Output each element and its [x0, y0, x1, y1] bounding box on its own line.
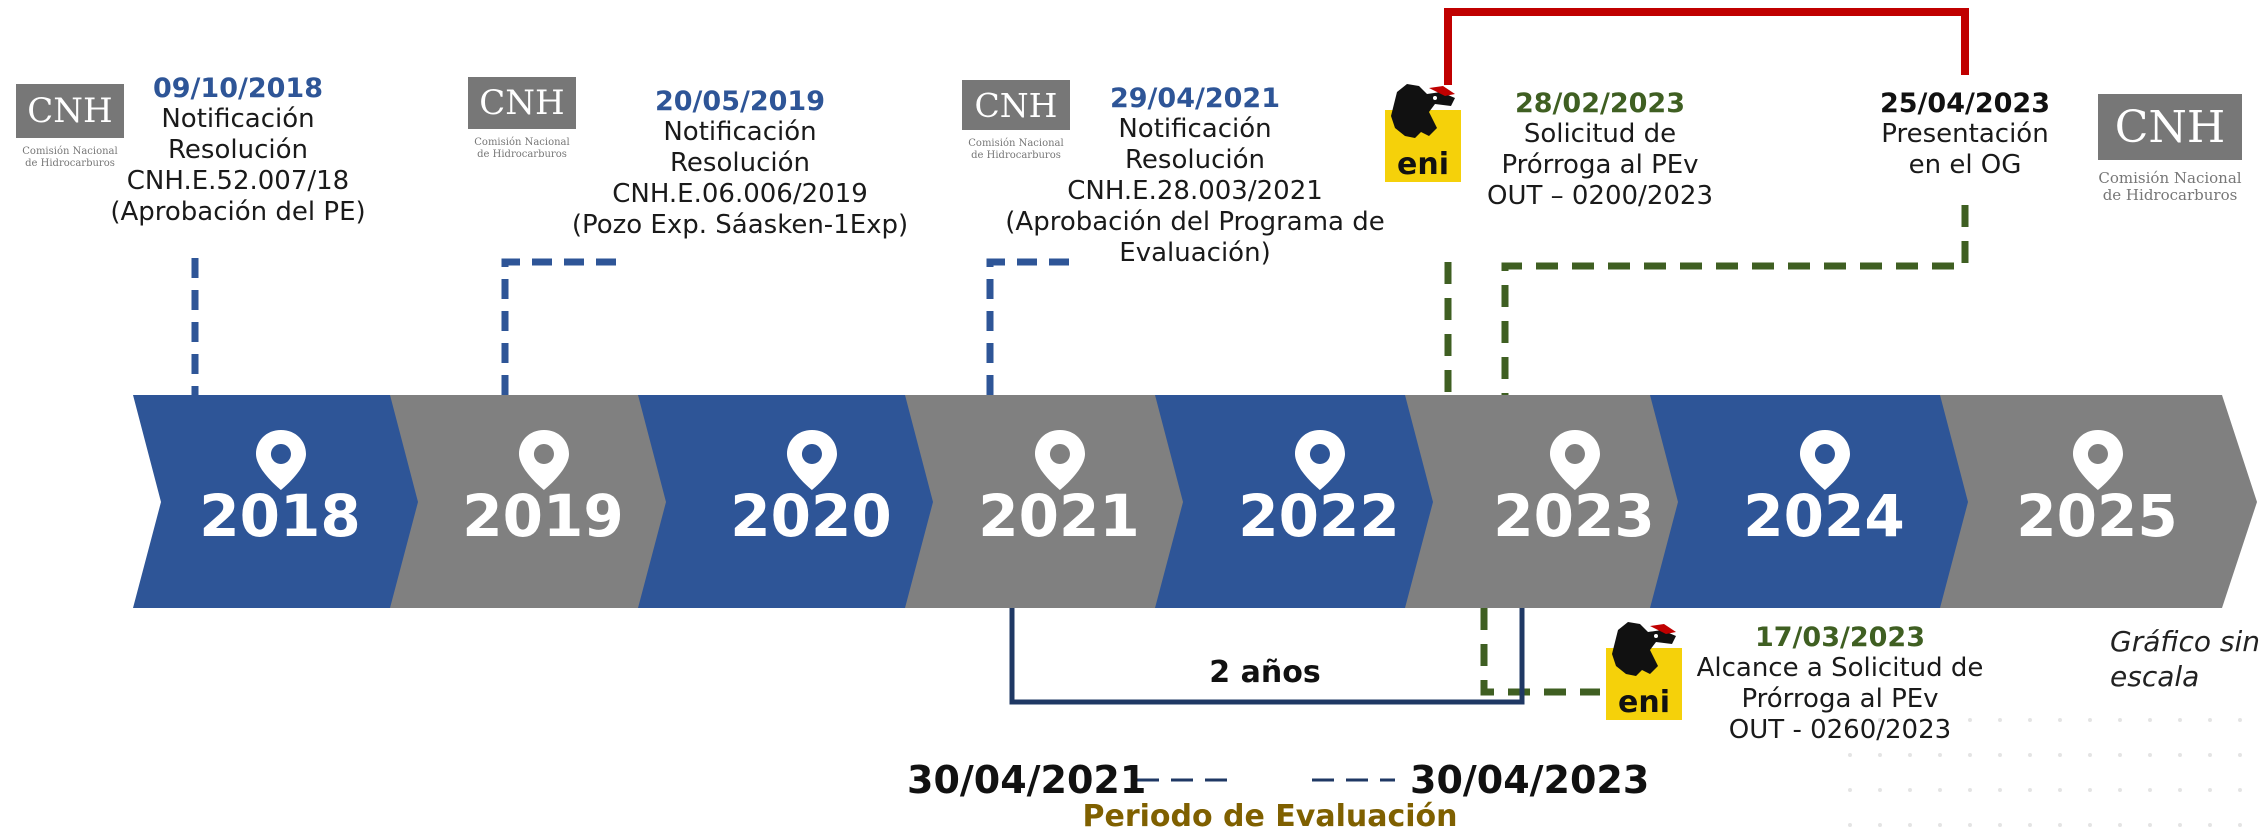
map-pin-icon [1800, 430, 1850, 490]
connector-green-og [1501, 205, 1969, 395]
event-line: Prórroga al PEv [1741, 684, 1939, 714]
year-label: 2022 [1238, 482, 1400, 550]
connector-red [1444, 8, 1969, 85]
event-2023-alcance: 17/03/2023 Alcance a Solicitud de Prórro… [1680, 622, 2000, 746]
event-line: CNH.E.06.006/2019 [612, 179, 868, 209]
dot-pattern [1848, 718, 2242, 827]
year-label: 2018 [199, 482, 361, 550]
event-line: Presentación [1881, 119, 2049, 149]
connectors [191, 8, 1969, 782]
chevron-2023 [1405, 395, 1683, 608]
cnh-logo: CNH Comisión Nacional de Hidrocarburos [14, 84, 126, 169]
map-pin-icon [1550, 430, 1600, 490]
chevron-2021 [905, 395, 1213, 608]
year-label: 2023 [1493, 482, 1655, 550]
event-line: Notificación [161, 104, 315, 134]
map-pin-icon [1035, 430, 1085, 490]
event-line: CNH.E.52.007/18 [126, 166, 350, 196]
event-line: (Pozo Exp. Sáasken-1Exp) [571, 210, 909, 240]
eval-period-label: Periodo de Evaluación [1082, 799, 1458, 834]
cnh-logo: CNH Comisión Nacional de Hidrocarburos [2095, 94, 2245, 205]
event-2018: 09/10/2018 Notificación Resolución CNH.E… [98, 73, 378, 228]
event-date: 20/05/2019 [654, 86, 825, 117]
cnh-logo: CNH Comisión Nacional de Hidrocarburos [466, 77, 578, 160]
chevron-2018 [133, 395, 433, 608]
year-label: 2025 [2016, 482, 2178, 550]
chevron-2024 [1650, 395, 1998, 608]
scale-note-line: escala [2110, 660, 2200, 693]
map-pin-icon [1295, 430, 1345, 490]
event-date: 17/03/2023 [1754, 622, 1925, 653]
connector-2021 [986, 258, 1075, 395]
event-2023-solicitud: 28/02/2023 Solicitud de Prórroga al PEv … [1470, 88, 1730, 212]
event-line: (Aprobación del Programa de [1005, 207, 1385, 237]
scale-note: Gráfico sin escala [2110, 624, 2260, 694]
map-pin-icon [256, 430, 306, 490]
event-line: OUT - 0260/2023 [1728, 715, 1952, 745]
year-label: 2020 [730, 482, 892, 550]
eval-duration: 2 años [1209, 655, 1321, 690]
year-label: 2021 [978, 482, 1140, 550]
map-pin-icon [2073, 430, 2123, 490]
event-line: Alcance a Solicitud de [1696, 653, 1984, 683]
event-date: 28/02/2023 [1514, 88, 1685, 119]
event-2023-presentacion: 25/04/2023 Presentación en el OG [1860, 88, 2070, 181]
chevron-2022 [1155, 395, 1458, 608]
event-line: en el OG [1908, 150, 2022, 180]
event-2019: 20/05/2019 Notificación Resolución CNH.E… [560, 86, 920, 241]
event-line: CNH.E.28.003/2021 [1067, 176, 1323, 206]
svg-text:eni: eni [1397, 147, 1449, 182]
cnh-logo: CNH Comisión Nacional de Hidrocarburos [960, 80, 1072, 161]
event-line: Solicitud de [1523, 119, 1677, 149]
map-pin-icon [519, 430, 569, 490]
event-line: Resolución [168, 135, 308, 165]
connector-2019 [501, 258, 620, 395]
event-date: 29/04/2021 [1109, 83, 1280, 114]
eni-logo: eni [1385, 84, 1461, 182]
event-line: Notificación [1118, 114, 1272, 144]
event-line: (Aprobación del PE) [110, 197, 366, 227]
event-line: Evaluación) [1119, 238, 1271, 268]
event-line: Resolución [670, 148, 810, 178]
chevron-2025 [1940, 395, 2257, 608]
timeline-chevrons [133, 395, 2257, 608]
eval-end-date: 30/04/2023 [1410, 758, 1650, 802]
chevron-2020 [638, 395, 963, 608]
svg-text:eni: eni [1618, 685, 1670, 720]
eval-bracket [1009, 608, 1525, 705]
eval-start-date: 30/04/2021 [907, 758, 1147, 802]
event-date: 25/04/2023 [1879, 88, 2050, 119]
scale-note-line: Gráfico sin [2110, 625, 2260, 658]
map-pin-icon [787, 430, 837, 490]
year-label: 2019 [462, 482, 624, 550]
eni-logo: eni [1606, 622, 1682, 720]
year-label: 2024 [1743, 482, 1905, 550]
event-line: OUT – 0200/2023 [1486, 181, 1713, 211]
chevron-2019 [390, 395, 698, 608]
event-line: Resolución [1125, 145, 1265, 175]
connector-green-bottom [1480, 608, 1600, 696]
event-line: Notificación [663, 117, 817, 147]
event-line: Prórroga al PEv [1501, 150, 1699, 180]
event-date: 09/10/2018 [152, 73, 323, 104]
event-2021: 29/04/2021 Notificación Resolución CNH.E… [990, 83, 1400, 269]
